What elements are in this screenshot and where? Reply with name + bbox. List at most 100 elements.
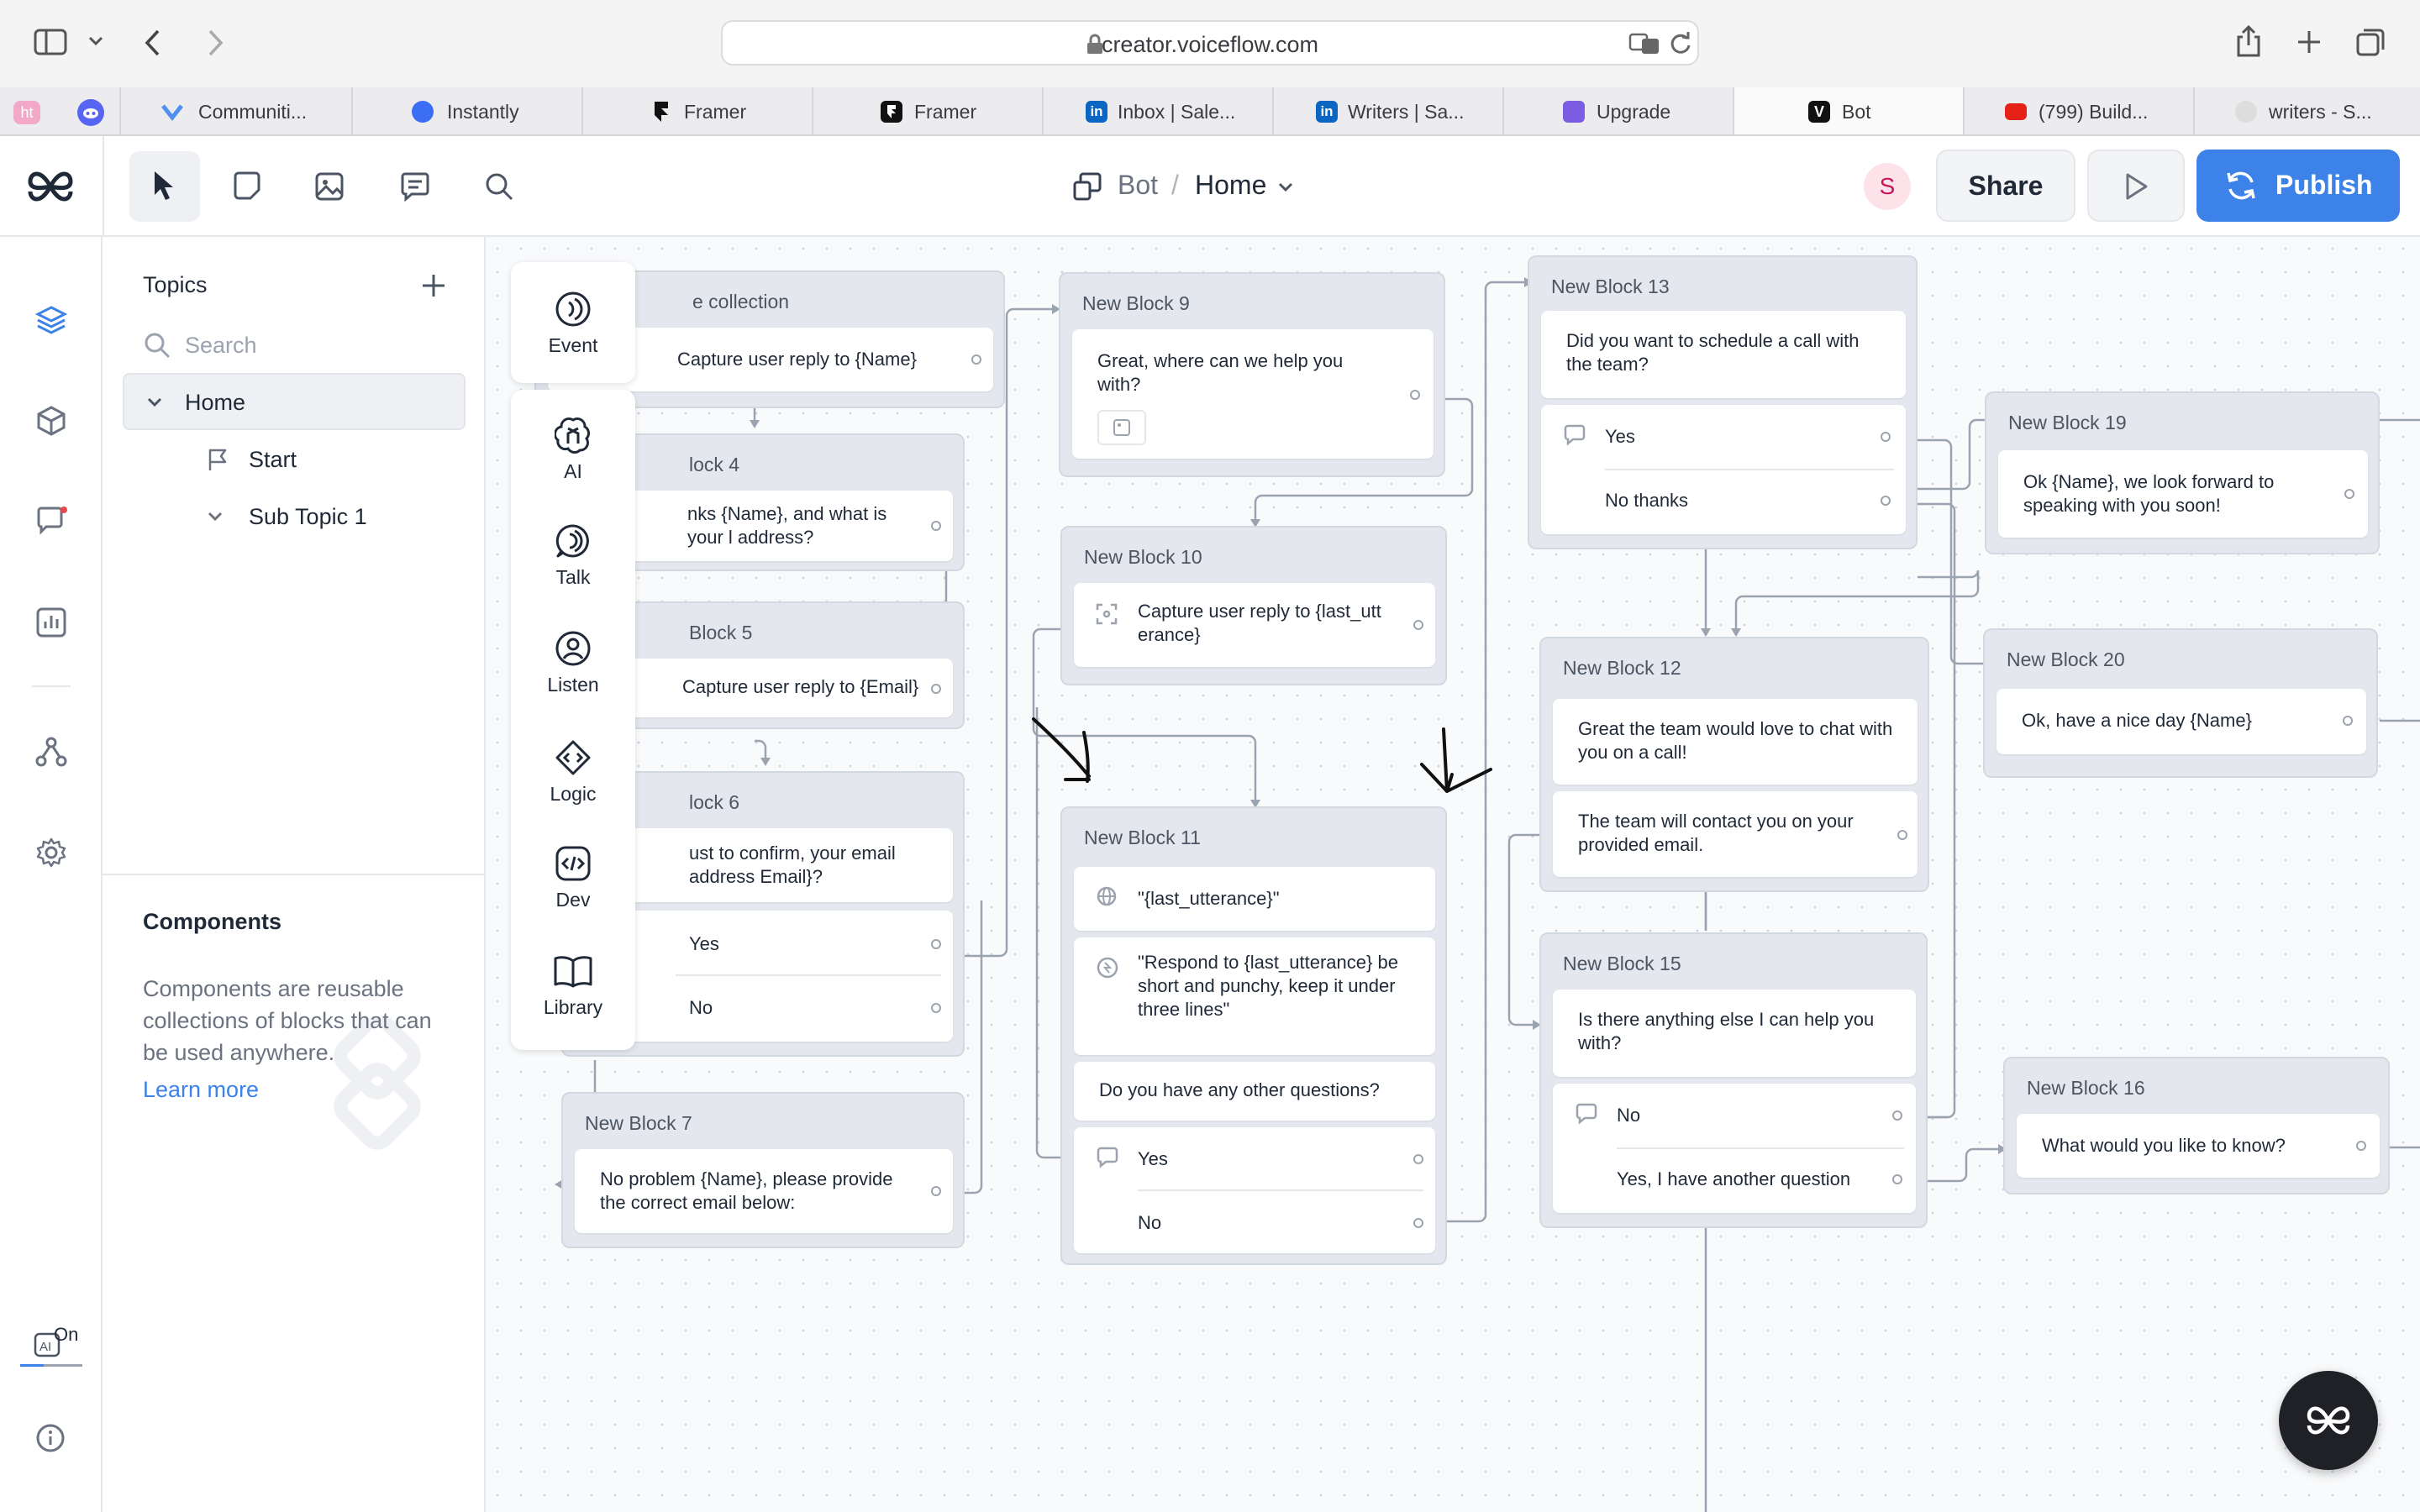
comment-tool-icon[interactable] bbox=[400, 171, 430, 202]
block-20[interactable]: New Block 20 Ok, have a nice day {Name} bbox=[1983, 628, 2378, 778]
assistant-launcher-button[interactable] bbox=[2279, 1371, 2378, 1470]
flow-canvas[interactable]: e collection Capture user reply to {Name… bbox=[486, 237, 2420, 1512]
text-step[interactable]: Ok {Name}, we look forward to speaking w… bbox=[1998, 450, 2368, 538]
tab-7[interactable]: Upgrade bbox=[1502, 87, 1733, 134]
output-port[interactable] bbox=[931, 521, 941, 531]
yes-output-port[interactable] bbox=[1881, 432, 1891, 442]
tab-overview-icon[interactable] bbox=[2356, 27, 2386, 57]
ai-assist-toggle[interactable]: AI On bbox=[20, 1324, 82, 1367]
block-16[interactable]: New Block 16 What would you like to know… bbox=[2003, 1057, 2390, 1194]
tab-3[interactable]: Framer bbox=[581, 87, 812, 134]
translate-icon[interactable] bbox=[1628, 32, 1662, 55]
search-tool-icon[interactable] bbox=[484, 171, 514, 202]
text-step[interactable]: Is there anything else I can help you wi… bbox=[1553, 990, 1916, 1077]
sidebar-toggle-icon[interactable] bbox=[34, 29, 67, 55]
palette-ai[interactable]: AI bbox=[511, 417, 635, 483]
text-step[interactable]: The team will contact you on your provid… bbox=[1553, 791, 1918, 877]
tab-4[interactable]: Framer bbox=[812, 87, 1042, 134]
yes-output-port[interactable] bbox=[1413, 1154, 1423, 1164]
back-icon[interactable] bbox=[143, 29, 163, 57]
text-step[interactable]: Did you want to schedule a call with the… bbox=[1541, 311, 1906, 398]
voiceflow-logo-icon[interactable] bbox=[24, 161, 77, 212]
choice-step[interactable]: No Yes, I have another question bbox=[1553, 1084, 1916, 1213]
tab-5[interactable]: in Inbox | Sale... bbox=[1042, 87, 1272, 134]
ai-response-step[interactable]: "Respond to {last_utterance} be short an… bbox=[1074, 937, 1435, 1055]
pointer-tool-button[interactable] bbox=[129, 151, 200, 222]
topic-search[interactable]: Search bbox=[139, 324, 459, 366]
output-port[interactable] bbox=[931, 684, 941, 694]
text-step[interactable]: Ok, have a nice day {Name} bbox=[1996, 689, 2366, 754]
block-10[interactable]: New Block 10 Capture user reply to {last… bbox=[1060, 526, 1447, 685]
palette-event[interactable]: Event bbox=[511, 291, 635, 375]
breadcrumb-topic[interactable]: Home bbox=[1195, 170, 1267, 200]
capture-step[interactable]: Capture user reply to {last_utterance} bbox=[1074, 583, 1435, 667]
yes-output-port[interactable] bbox=[1892, 1174, 1902, 1184]
breadcrumb-project[interactable]: Bot bbox=[1118, 170, 1159, 200]
text-step[interactable]: Do you have any other questions? bbox=[1074, 1062, 1435, 1121]
run-button[interactable] bbox=[2087, 150, 2185, 222]
reload-icon[interactable] bbox=[1669, 32, 1692, 55]
choice-step[interactable]: Yes No thanks bbox=[1541, 405, 1906, 534]
palette-listen[interactable]: Listen bbox=[511, 630, 635, 696]
text-step[interactable]: ust to confirm, your email address Email… bbox=[575, 828, 953, 902]
chevron-down-icon[interactable] bbox=[87, 35, 104, 47]
new-tab-icon[interactable] bbox=[2296, 29, 2323, 55]
analytics-icon[interactable] bbox=[35, 606, 67, 638]
tab-8-active[interactable]: V Bot bbox=[1733, 87, 1963, 134]
output-port[interactable] bbox=[2344, 489, 2354, 499]
palette-talk[interactable]: Talk bbox=[511, 522, 635, 589]
text-step[interactable]: No problem {Name}, please provide the co… bbox=[575, 1149, 953, 1233]
info-icon[interactable] bbox=[35, 1423, 66, 1453]
block-15[interactable]: New Block 15 Is there anything else I ca… bbox=[1539, 932, 1928, 1228]
block-12[interactable]: New Block 12 Great the team would love t… bbox=[1539, 637, 1929, 892]
block-9[interactable]: New Block 9 Great, where can we help you… bbox=[1059, 272, 1445, 477]
block-19[interactable]: New Block 19 Ok {Name}, we look forward … bbox=[1985, 391, 2380, 554]
text-step[interactable]: What would you like to know? bbox=[2017, 1114, 2380, 1178]
learn-more-link[interactable]: Learn more bbox=[143, 1077, 260, 1102]
output-port[interactable] bbox=[931, 1186, 941, 1196]
no-output-port[interactable] bbox=[1892, 1110, 1902, 1121]
add-topic-icon[interactable] bbox=[420, 272, 447, 299]
palette-library[interactable]: Library bbox=[511, 953, 635, 1019]
avatar[interactable]: S bbox=[1864, 163, 1911, 210]
capture-step[interactable]: Capture user reply to {Email} bbox=[575, 659, 953, 717]
tab-6[interactable]: in Writers | Sa... bbox=[1272, 87, 1502, 134]
note-tool-icon[interactable] bbox=[232, 171, 262, 202]
tab-10[interactable]: writers - S... bbox=[2193, 87, 2420, 134]
output-port[interactable] bbox=[1897, 830, 1907, 840]
cube-icon[interactable] bbox=[35, 405, 67, 437]
text-step[interactable]: nks {Name}, and what is your l address? bbox=[575, 491, 953, 561]
tab-2[interactable]: Instantly bbox=[351, 87, 581, 134]
image-attachment[interactable] bbox=[1097, 410, 1146, 445]
integrations-icon[interactable] bbox=[35, 736, 67, 768]
output-port[interactable] bbox=[1410, 390, 1420, 400]
no-output-port[interactable] bbox=[931, 1003, 941, 1013]
palette-dev[interactable]: Dev bbox=[511, 845, 635, 911]
forward-icon[interactable] bbox=[205, 29, 225, 57]
output-port[interactable] bbox=[2356, 1141, 2366, 1151]
settings-gear-icon[interactable] bbox=[35, 837, 67, 869]
chevron-down-icon[interactable] bbox=[1277, 181, 1294, 193]
block-11[interactable]: New Block 11 "{last_utterance}" "Respond… bbox=[1060, 806, 1447, 1265]
text-step[interactable]: Great, where can we help you with? bbox=[1072, 329, 1434, 459]
no-output-port[interactable] bbox=[1413, 1218, 1423, 1228]
sidebar-item-sub-topic-1[interactable]: Sub Topic 1 bbox=[123, 491, 466, 544]
layers-icon[interactable] bbox=[35, 304, 67, 336]
output-port[interactable] bbox=[2343, 716, 2353, 726]
tab-1[interactable]: Communiti... bbox=[119, 87, 351, 134]
text-step[interactable]: Great the team would love to chat with y… bbox=[1553, 699, 1918, 785]
output-port[interactable] bbox=[1413, 620, 1423, 630]
publish-button[interactable]: Publish bbox=[2196, 150, 2400, 222]
utterance-step[interactable]: "{last_utterance}" bbox=[1074, 867, 1435, 931]
choice-step[interactable]: Yes No bbox=[1074, 1127, 1435, 1253]
share-page-icon[interactable] bbox=[2235, 25, 2262, 59]
block-13[interactable]: New Block 13 Did you want to schedule a … bbox=[1528, 255, 1918, 549]
sidebar-item-start[interactable]: Start bbox=[123, 433, 466, 487]
chevron-down-icon[interactable] bbox=[146, 396, 163, 408]
pinned-tab-ht[interactable]: ht bbox=[13, 101, 40, 124]
choice-step[interactable]: Yes No bbox=[575, 911, 953, 1042]
share-button[interactable]: Share bbox=[1936, 150, 2075, 222]
palette-logic[interactable]: Logic bbox=[511, 739, 635, 806]
no-output-port[interactable] bbox=[1881, 496, 1891, 506]
block-7[interactable]: New Block 7 No problem {Name}, please pr… bbox=[561, 1092, 965, 1248]
